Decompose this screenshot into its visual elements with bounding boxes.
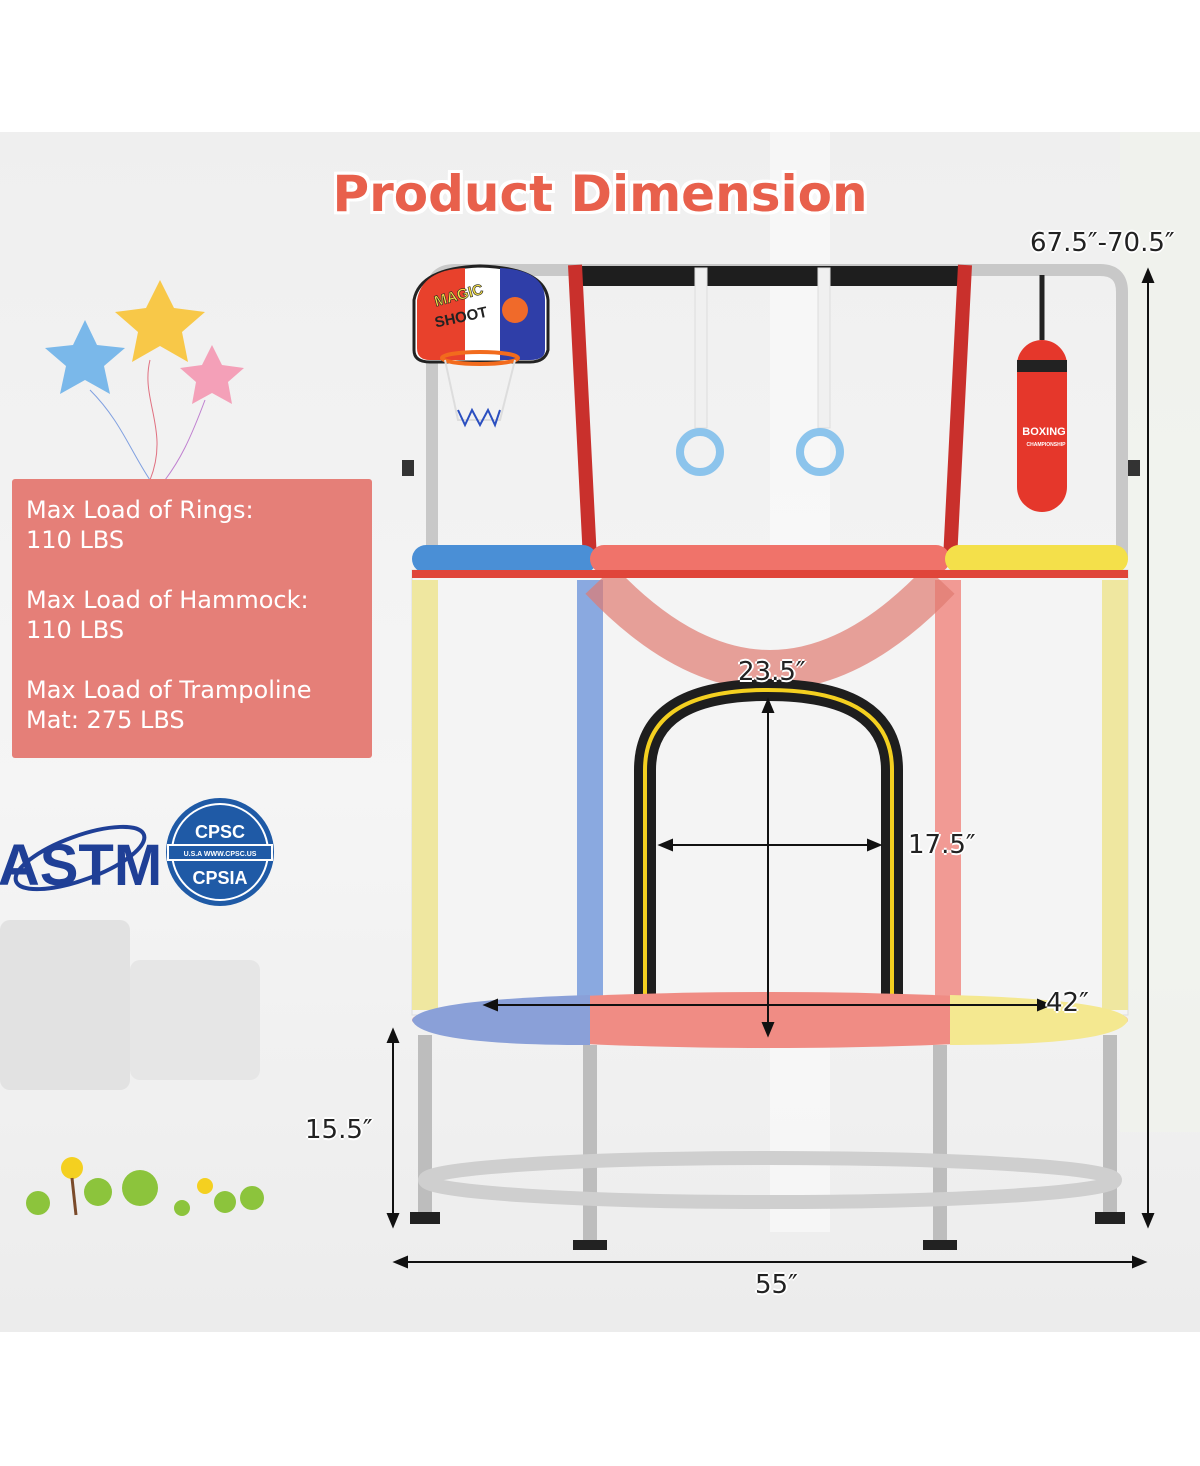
cpsc-band-text: U.S.A WWW.CPSC.US <box>184 851 257 858</box>
basketball-hoop <box>412 264 550 428</box>
punching-bag <box>1017 275 1067 512</box>
mat-diameter-label: 42″ <box>1046 988 1089 1018</box>
door-width-label: 17.5″ <box>908 830 976 860</box>
frame-diameter-label: 55″ <box>755 1270 798 1300</box>
page-title: Product Dimension <box>332 165 868 223</box>
balloons-decoration <box>45 280 244 481</box>
bag-text-boxing: BOXING <box>1022 426 1065 438</box>
cpsia-text: CPSIA <box>192 868 247 888</box>
hammock <box>585 566 955 690</box>
max-load-label: Max Load of Trampoline <box>26 676 312 704</box>
cpsc-logo: CPSC U.S.A WWW.CPSC.US CPSIA <box>166 798 274 906</box>
legs <box>418 1035 1117 1240</box>
astm-logo: ASTM <box>0 824 162 898</box>
max-load-rings: Max Load of Rings: 110 LBS <box>26 495 358 555</box>
max-load-mat: Max Load of Trampoline Mat: 275 LBS <box>26 675 358 735</box>
cpsc-text: CPSC <box>195 822 245 842</box>
handle-foam <box>570 266 970 286</box>
basket-left <box>0 920 130 1090</box>
max-load-label: Max Load of Rings: <box>26 496 254 524</box>
trees-decoration <box>26 1157 264 1216</box>
astm-logo-text: ASTM <box>0 833 162 898</box>
gymnastic-rings <box>676 267 844 476</box>
bag-text-championship: CHAMPIONSHIP <box>1027 442 1067 448</box>
total-height-label: 67.5″-70.5″ <box>1030 228 1175 258</box>
leg-height-label: 15.5″ <box>305 1115 373 1145</box>
dimension-arrows <box>386 267 1155 1269</box>
safety-net <box>411 569 1129 1016</box>
max-load-value: 110 LBS <box>26 526 125 554</box>
basket-right <box>130 960 260 1080</box>
max-load-label: Max Load of Hammock: <box>26 586 309 614</box>
door-height-label: 23.5″ <box>738 657 806 687</box>
max-load-hammock: Max Load of Hammock: 110 LBS <box>26 585 358 645</box>
max-load-value: 110 LBS <box>26 616 125 644</box>
max-load-value: Mat: 275 LBS <box>26 706 185 734</box>
base-ring <box>418 1151 1122 1209</box>
max-load-panel: Max Load of Rings: 110 LBS Max Load of H… <box>12 479 372 758</box>
